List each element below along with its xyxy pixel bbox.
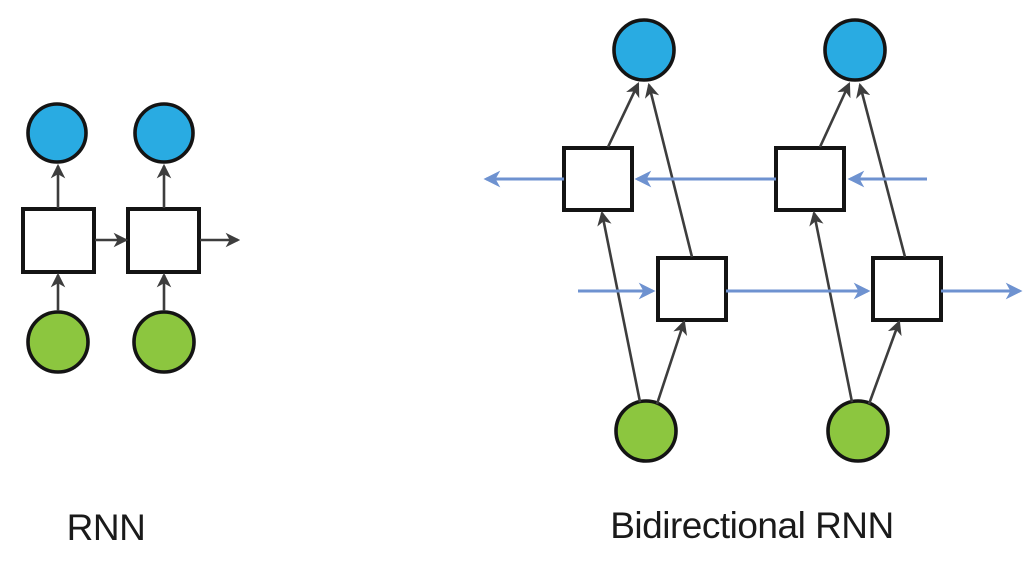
- input-node-circle: [614, 399, 678, 463]
- output-node-circle: [133, 102, 195, 164]
- input-to-forward-arrow: [655, 319, 688, 405]
- forward-to-output-arrow: [644, 82, 694, 258]
- input-node-circle: [132, 310, 196, 374]
- input-to-forward-arrow: [867, 319, 902, 405]
- rnn-label: RNN: [66, 507, 146, 548]
- hidden-state-square: [21, 207, 96, 274]
- hidden-state-square: [562, 146, 634, 212]
- bidirectional-rnn-label: Bidirectional RNN: [610, 505, 894, 546]
- backward-to-output-arrow: [818, 82, 851, 148]
- forward-to-output-arrow: [856, 82, 907, 258]
- bidirectional-rnn-diagram: [483, 18, 1023, 463]
- output-node-circle: [612, 18, 676, 82]
- hidden-state-square: [871, 256, 943, 322]
- rnn-diagram: [21, 102, 241, 374]
- input-node-circle: [826, 399, 890, 463]
- backward-to-output-arrow: [606, 82, 640, 148]
- input-to-backward-arrow: [809, 210, 854, 403]
- input-node-circle: [26, 310, 90, 374]
- hidden-state-square: [774, 146, 846, 212]
- hidden-state-square: [126, 207, 201, 274]
- output-node-circle: [823, 18, 887, 82]
- hidden-state-square: [656, 256, 728, 322]
- output-node-circle: [26, 102, 88, 164]
- input-to-backward-arrow: [597, 210, 642, 403]
